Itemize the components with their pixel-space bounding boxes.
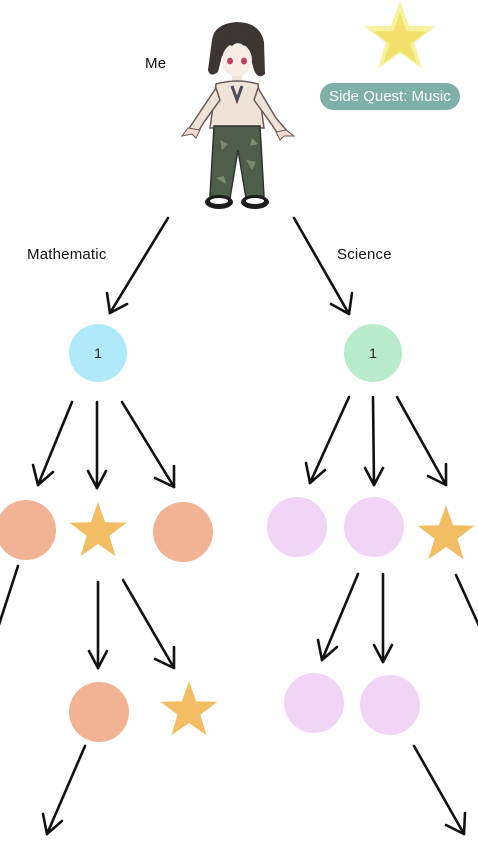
science-level3-arrow xyxy=(412,744,467,836)
math-level1-arrows xyxy=(31,400,176,490)
math-node[interactable] xyxy=(69,682,129,742)
mathematic-branch-label: Mathematic xyxy=(27,246,107,263)
science-level2-arrows xyxy=(316,572,478,664)
math-node[interactable] xyxy=(0,500,56,560)
science-node[interactable] xyxy=(284,673,344,733)
math-node[interactable] xyxy=(153,502,213,562)
math-root-node[interactable]: 1 xyxy=(69,324,127,382)
science-root-label: 1 xyxy=(369,345,377,361)
science-level1-arrows xyxy=(304,395,448,487)
math-star-icon[interactable] xyxy=(160,681,218,736)
science-root-node[interactable]: 1 xyxy=(344,324,402,382)
science-star-icon[interactable] xyxy=(417,505,475,560)
side-quest-badge[interactable]: Side Quest: Music xyxy=(320,83,460,110)
science-node[interactable] xyxy=(360,675,420,735)
science-node[interactable] xyxy=(267,497,327,557)
avatar xyxy=(180,22,296,209)
math-level3-arrow xyxy=(41,744,87,836)
science-branch-label: Science xyxy=(337,246,392,263)
arrow-me-to-math xyxy=(105,216,170,315)
me-label: Me xyxy=(145,55,167,72)
math-level2-arrows xyxy=(0,564,176,670)
math-star-icon[interactable] xyxy=(69,502,127,557)
side-quest-star-icon xyxy=(364,0,436,69)
science-node[interactable] xyxy=(344,497,404,557)
arrow-me-to-science xyxy=(292,216,354,316)
math-root-label: 1 xyxy=(94,345,102,361)
